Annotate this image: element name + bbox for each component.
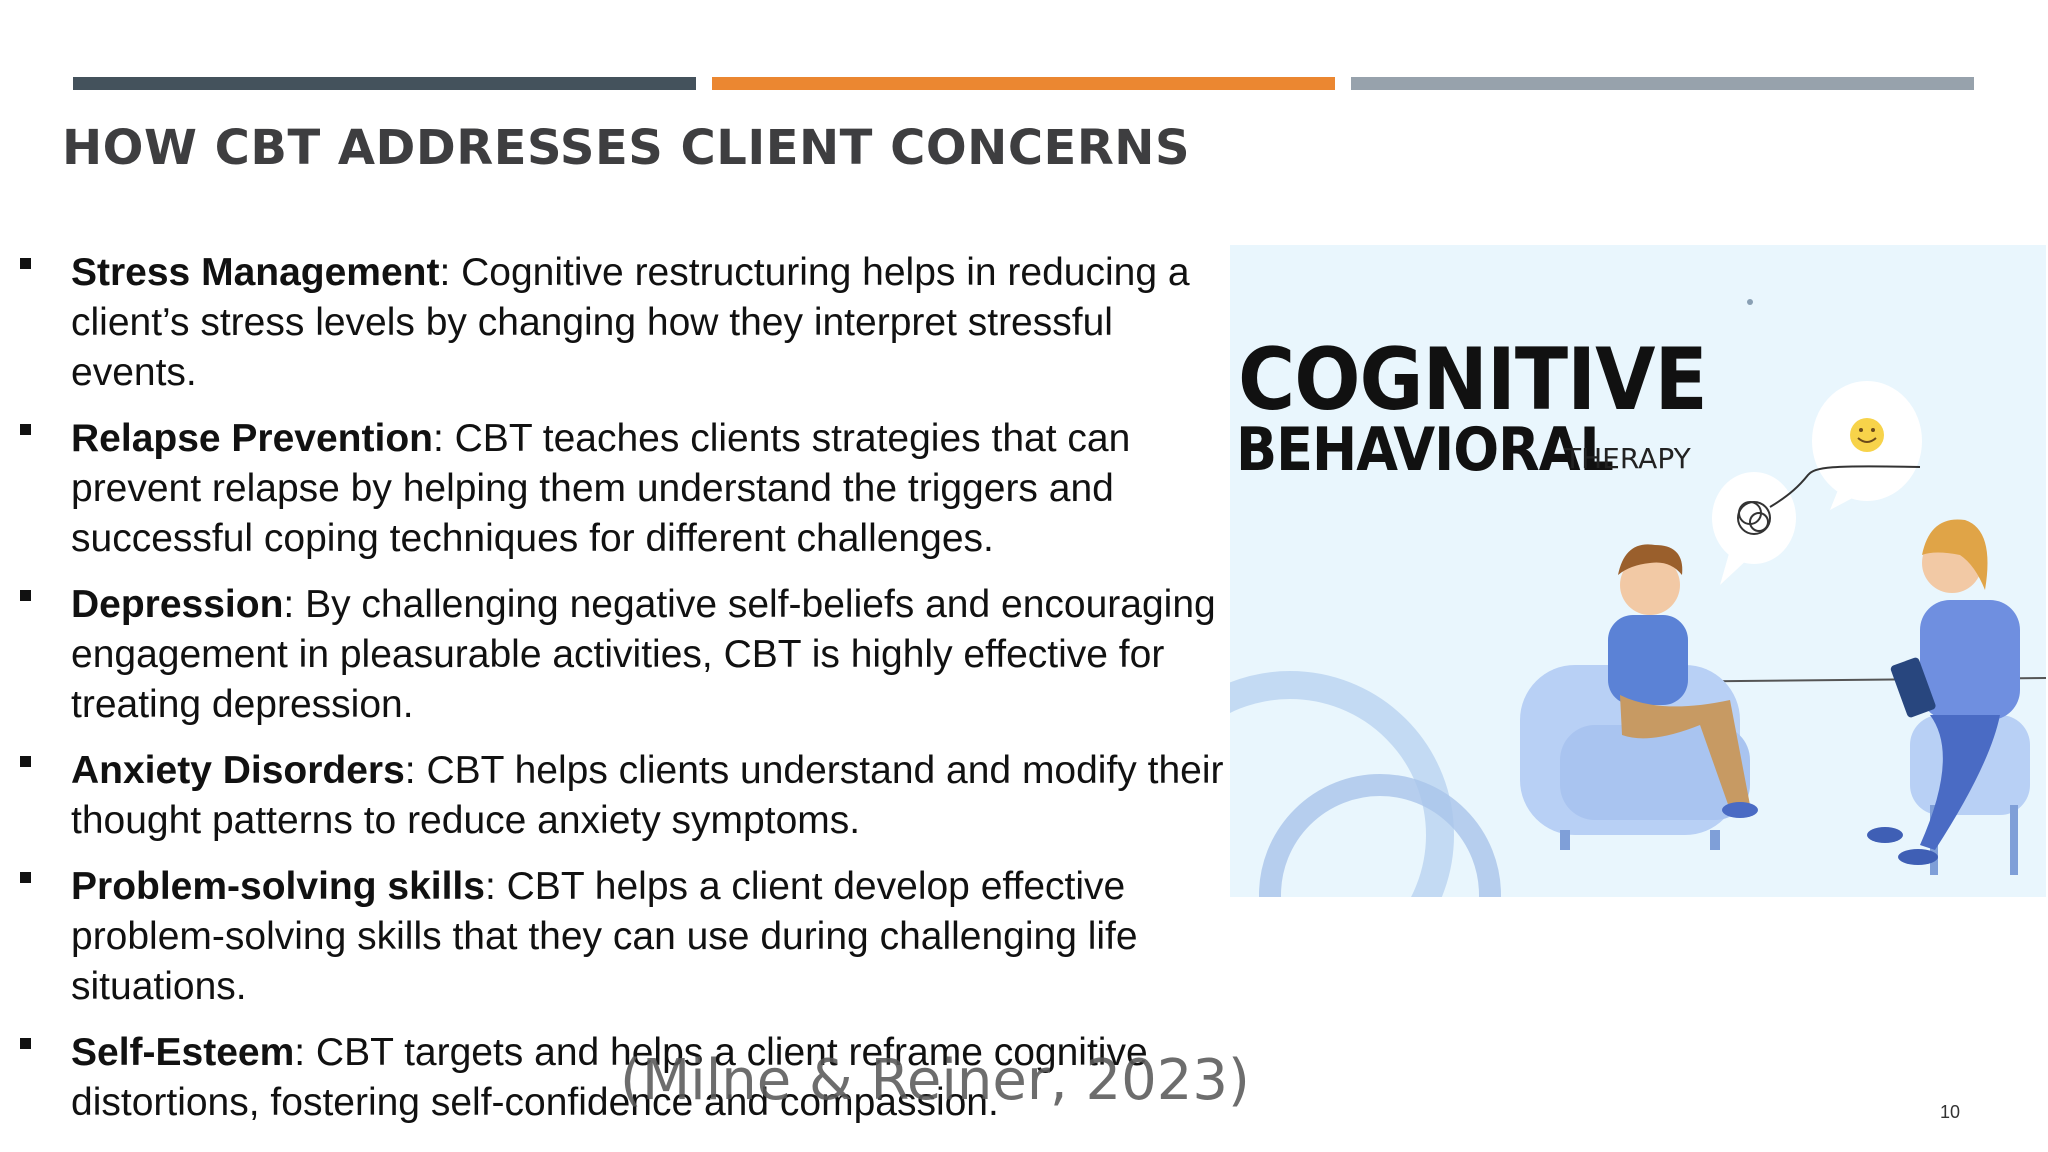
square-bullet-icon xyxy=(20,872,31,883)
square-bullet-icon xyxy=(20,258,31,269)
bullet-text: : CBT helps clients understand and modif… xyxy=(71,749,1224,842)
bullet-list: Stress Management: Cognitive restructuri… xyxy=(18,248,1228,1144)
square-bullet-icon xyxy=(20,756,31,767)
bullet-item: Problem-solving skills: CBT helps a clie… xyxy=(18,862,1228,1012)
citation: (Milne & Reiner, 2023) xyxy=(620,1048,1250,1113)
square-bullet-icon xyxy=(20,424,31,435)
bullet-text: : CBT helps a client develop effective p… xyxy=(71,865,1138,1008)
bullet-item: Depression: By challenging negative self… xyxy=(18,580,1228,730)
bullet-term: Anxiety Disorders xyxy=(71,749,405,792)
bullet-term: Stress Management xyxy=(71,251,440,294)
slide-number: 10 xyxy=(1940,1102,1961,1122)
accent-bar-gray xyxy=(1351,77,1974,90)
square-bullet-icon xyxy=(20,1038,31,1049)
illustration-heading-cognitive: COGNITIVE xyxy=(1238,331,1708,430)
accent-bar-dark xyxy=(73,77,696,90)
accent-bar-orange xyxy=(712,77,1335,90)
therapy-scene-graphic xyxy=(1230,299,2046,897)
smiley-face-icon xyxy=(1850,418,1884,452)
square-bullet-icon xyxy=(20,590,31,601)
bullet-term: Depression xyxy=(71,583,284,626)
bullet-item: Relapse Prevention: CBT teaches clients … xyxy=(18,414,1228,564)
cbt-illustration: COGNITIVE BEHAVIORAL THERAPY xyxy=(1230,245,2046,897)
bullet-text: : By challenging negative self-beliefs a… xyxy=(71,583,1216,726)
bullet-text: : Cognitive restructuring helps in reduc… xyxy=(71,251,1190,394)
bullet-item: Self-Esteem: CBT targets and helps a cli… xyxy=(18,1028,1228,1128)
bullet-text: : CBT teaches clients strategies that ca… xyxy=(71,417,1131,560)
slide-title: HOW CBT ADDRESSES CLIENT CONCERNS xyxy=(62,120,1191,176)
bullet-item: Anxiety Disorders: CBT helps clients und… xyxy=(18,746,1228,846)
bullet-text: : CBT targets and helps a client reframe… xyxy=(71,1031,1148,1124)
bullet-term: Problem-solving skills xyxy=(71,865,485,908)
tangled-thought-icon xyxy=(1737,465,1921,535)
bullet-term: Self-Esteem xyxy=(71,1031,295,1074)
bullet-term: Relapse Prevention xyxy=(71,417,433,460)
bullet-item: Stress Management: Cognitive restructuri… xyxy=(18,248,1228,398)
illustration-heading-therapy: THERAPY xyxy=(1564,442,1691,475)
illustration-heading-behavioral: BEHAVIORAL xyxy=(1236,415,1614,485)
